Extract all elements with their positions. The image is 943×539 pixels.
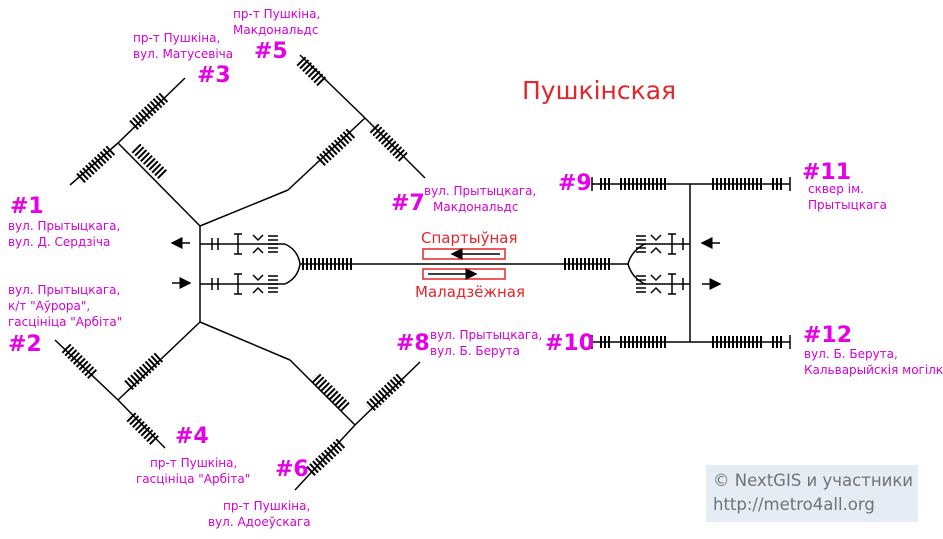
exit-label: вул. Адоеўскага [208,515,311,529]
platform-trains [422,248,506,280]
exit-label: вул. Матусевіча [133,47,233,61]
exit-number: #6 [275,457,309,482]
exit-label: Макдональдс [233,23,318,37]
exit-label: к/т "Аўрора", [8,299,90,313]
station-title: Пушкінская [522,76,676,105]
credit-copyright: © NextGIS и участники [713,471,914,490]
exit-number: #12 [803,323,852,348]
direction-bottom: Маладзёжная [415,283,525,301]
exit-number: #7 [391,191,425,216]
exit-number: #11 [802,160,851,185]
exit-label: Макдональдс [433,200,518,214]
exit-label: пр-т Пушкіна, [133,31,220,45]
right-vestibule [591,177,791,349]
exit-label: гасцініца "Арбіта" [8,315,122,329]
exit-label: Кальварыйскія могілкі [804,363,943,377]
exit-number: #1 [10,194,44,219]
exit-number: #3 [197,63,231,88]
exit-label: вул. Прытыцкага, [430,328,542,342]
credit-url[interactable]: http://metro4all.org [713,495,875,514]
left-turnstiles [211,233,278,295]
exit-label: вул. Прытыцкага, [424,184,536,198]
right-turnstiles [636,233,684,295]
right-arrows [700,237,722,290]
exit-label: вул. Б. Берута, [804,347,898,361]
direction-top: Спартыўная [421,229,517,247]
right-stairs [562,178,784,348]
exit-label: сквер ім. [808,182,864,196]
exit-label: гасцініца "Арбіта" [136,472,250,486]
exit-number: #5 [254,39,288,64]
exit-number: #8 [396,331,430,356]
exit-label: пр-т Пушкіна, [150,456,237,470]
exit-number: #4 [175,424,209,449]
exit-number: #9 [558,171,592,196]
exit-label: вул. Д. Сердзіча [8,235,110,249]
exit-label: пр-т Пушкіна, [233,7,320,21]
left-stairs [61,56,408,478]
exit-number: #2 [8,332,42,357]
exit-label: вул. Прытыцкага, [8,219,120,233]
exit-label: пр-т Пушкіна, [223,499,310,513]
credit-box: © NextGIS и участники http://metro4all.o… [706,465,918,522]
exit-label: Прытыцкага [808,198,887,212]
exit-label: вул. Б. Берута [430,344,520,358]
exit-label: вул. Прытыцкага, [8,283,120,297]
left-arrows [170,237,192,289]
exit-number: #10 [545,331,594,356]
